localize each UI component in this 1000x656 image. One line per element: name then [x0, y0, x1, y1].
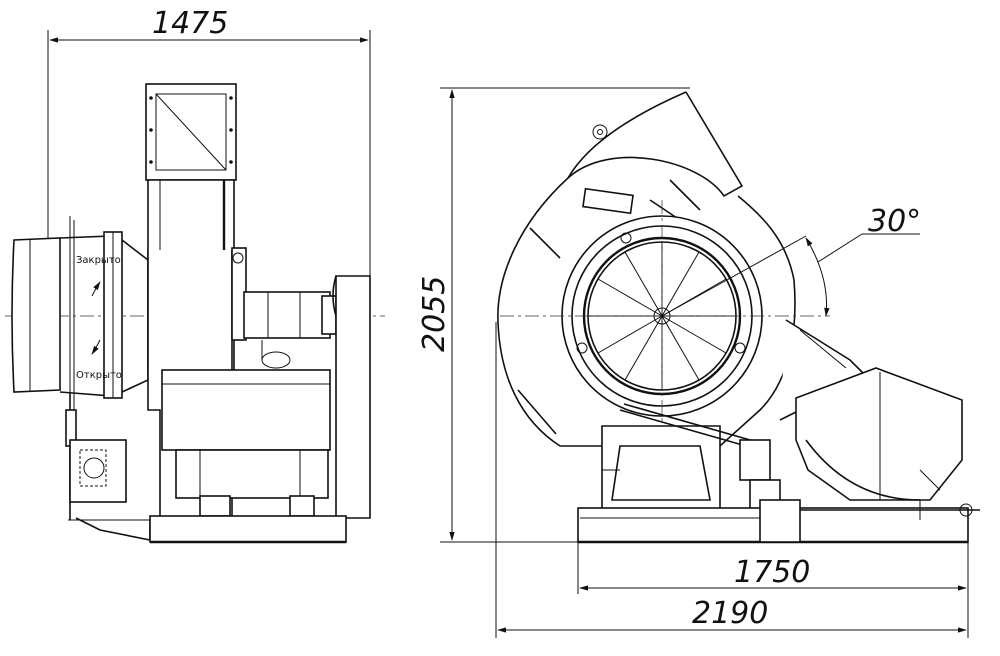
dim-label-frame-length: 1750 [734, 555, 810, 590]
inlet-cylinder [11, 216, 149, 420]
label-closed: Закрыто [76, 255, 121, 266]
label-open: Открыто [76, 370, 122, 381]
dim-label-overall-length: 2190 [692, 596, 768, 631]
dimension-frame-length: 1750 [577, 542, 969, 638]
dimension-side-width: 1475 [47, 6, 371, 280]
dimension-height: 2055 [417, 87, 690, 543]
base-frame-side [68, 515, 347, 544]
motor-side [161, 340, 331, 517]
damper-actuator-left [65, 392, 127, 520]
dimension-overall-length: 2190 [495, 322, 967, 638]
dim-label-side-width: 1475 [152, 6, 228, 41]
base-frame-front [577, 499, 980, 544]
dim-label-angle: 30° [868, 204, 921, 239]
dimension-angle: 30° [661, 204, 921, 317]
dim-label-height: 2055 [417, 276, 452, 352]
motor-front [795, 367, 963, 501]
side-view: 1475 Закрыто Открыто [5, 6, 385, 544]
front-view: 2055 [417, 87, 980, 638]
